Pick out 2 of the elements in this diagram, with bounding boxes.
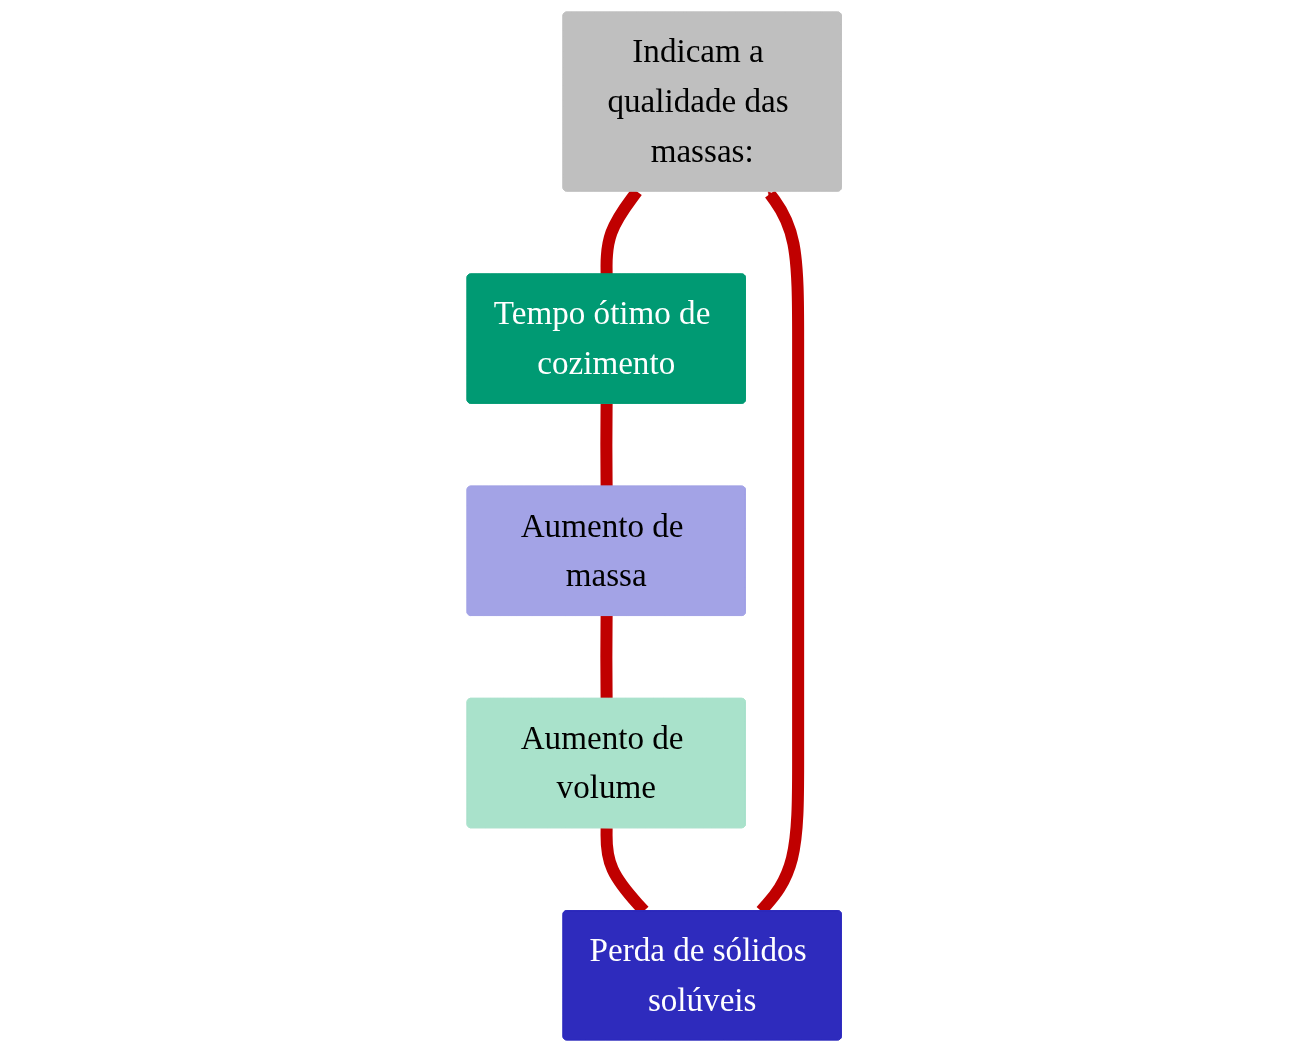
connector [600, 403, 613, 487]
connector [600, 615, 613, 699]
